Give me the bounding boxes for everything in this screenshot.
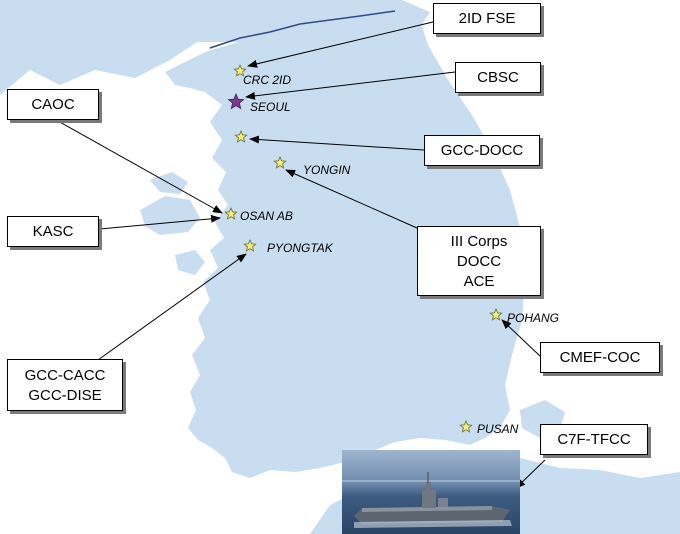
star-icon-yongin bbox=[273, 155, 287, 169]
city-label-pohang: POHANG bbox=[507, 311, 560, 325]
island-west-1 bbox=[140, 196, 200, 235]
box-gcc-docc: GCC-DOCC bbox=[424, 135, 540, 166]
box-gcc-cacc: GCC-CACC GCC-DISE bbox=[7, 359, 123, 411]
box-kasc-text: KASC bbox=[32, 223, 74, 240]
city-label-seoul: SEOUL bbox=[250, 100, 291, 114]
box-c7f-tfcc: C7F-TFCC bbox=[540, 424, 648, 455]
star-icon-pohang bbox=[489, 307, 503, 321]
box-cbsc-text: CBSC bbox=[477, 69, 519, 86]
city-label-pusan: PUSAN bbox=[477, 422, 519, 436]
arrow-caoc bbox=[57, 120, 223, 214]
box-gcc-cacc-line1: GCC-CACC bbox=[24, 367, 106, 384]
capital-star-icon-seoul bbox=[227, 92, 245, 110]
box-iii-corps-line3: ACE bbox=[463, 273, 495, 290]
peninsula-land bbox=[165, 10, 525, 478]
box-cbsc: CBSC bbox=[455, 62, 541, 93]
arrow-kasc bbox=[99, 214, 221, 230]
star-icon-crc2id bbox=[233, 63, 247, 77]
box-kasc: KASC bbox=[7, 216, 99, 247]
star-icon-pyongtak bbox=[243, 238, 257, 252]
box-2id-fse-text: 2ID FSE bbox=[458, 10, 516, 27]
box-c7f-tfcc-text: C7F-TFCC bbox=[557, 431, 631, 448]
arrow-cmef bbox=[501, 319, 541, 357]
box-gcc-cacc-line2: GCC-DISE bbox=[28, 387, 102, 404]
arrow-fse bbox=[247, 21, 434, 68]
box-gcc-docc-text: GCC-DOCC bbox=[440, 142, 524, 159]
box-cmef-coc-text: CMEF-COC bbox=[559, 349, 641, 366]
city-label-crc2id: CRC 2ID bbox=[243, 73, 292, 87]
box-cmef-coc: CMEF-COC bbox=[540, 342, 660, 373]
city-label-yongin: YONGIN bbox=[303, 163, 351, 177]
arrow-c7f bbox=[515, 459, 546, 489]
star-icon-osan bbox=[224, 206, 238, 220]
arrow-gcccacc bbox=[97, 253, 247, 361]
arrow-iiicorps bbox=[285, 169, 427, 233]
box-2id-fse: 2ID FSE bbox=[433, 3, 541, 34]
box-iii-corps-line1: III Corps bbox=[450, 233, 508, 250]
box-iii-corps: III Corps DOCC ACE bbox=[417, 226, 541, 296]
star-icon-pusan bbox=[459, 419, 473, 433]
box-caoc-text: CAOC bbox=[31, 96, 75, 113]
arrow-gccdocc bbox=[249, 135, 425, 151]
north-west-coast bbox=[0, 0, 402, 95]
city-label-osan: OSAN AB bbox=[240, 209, 293, 223]
box-caoc: CAOC bbox=[7, 89, 99, 120]
city-label-pyongtak: PYONGTAK bbox=[267, 241, 333, 255]
star-icon-unlabeled bbox=[234, 129, 248, 143]
arrow-cbsc bbox=[245, 71, 456, 100]
island-west-3 bbox=[175, 250, 205, 275]
box-iii-corps-line2: DOCC bbox=[456, 253, 502, 270]
aircraft-carrier-photo bbox=[342, 450, 520, 534]
border-line bbox=[209, 10, 396, 49]
